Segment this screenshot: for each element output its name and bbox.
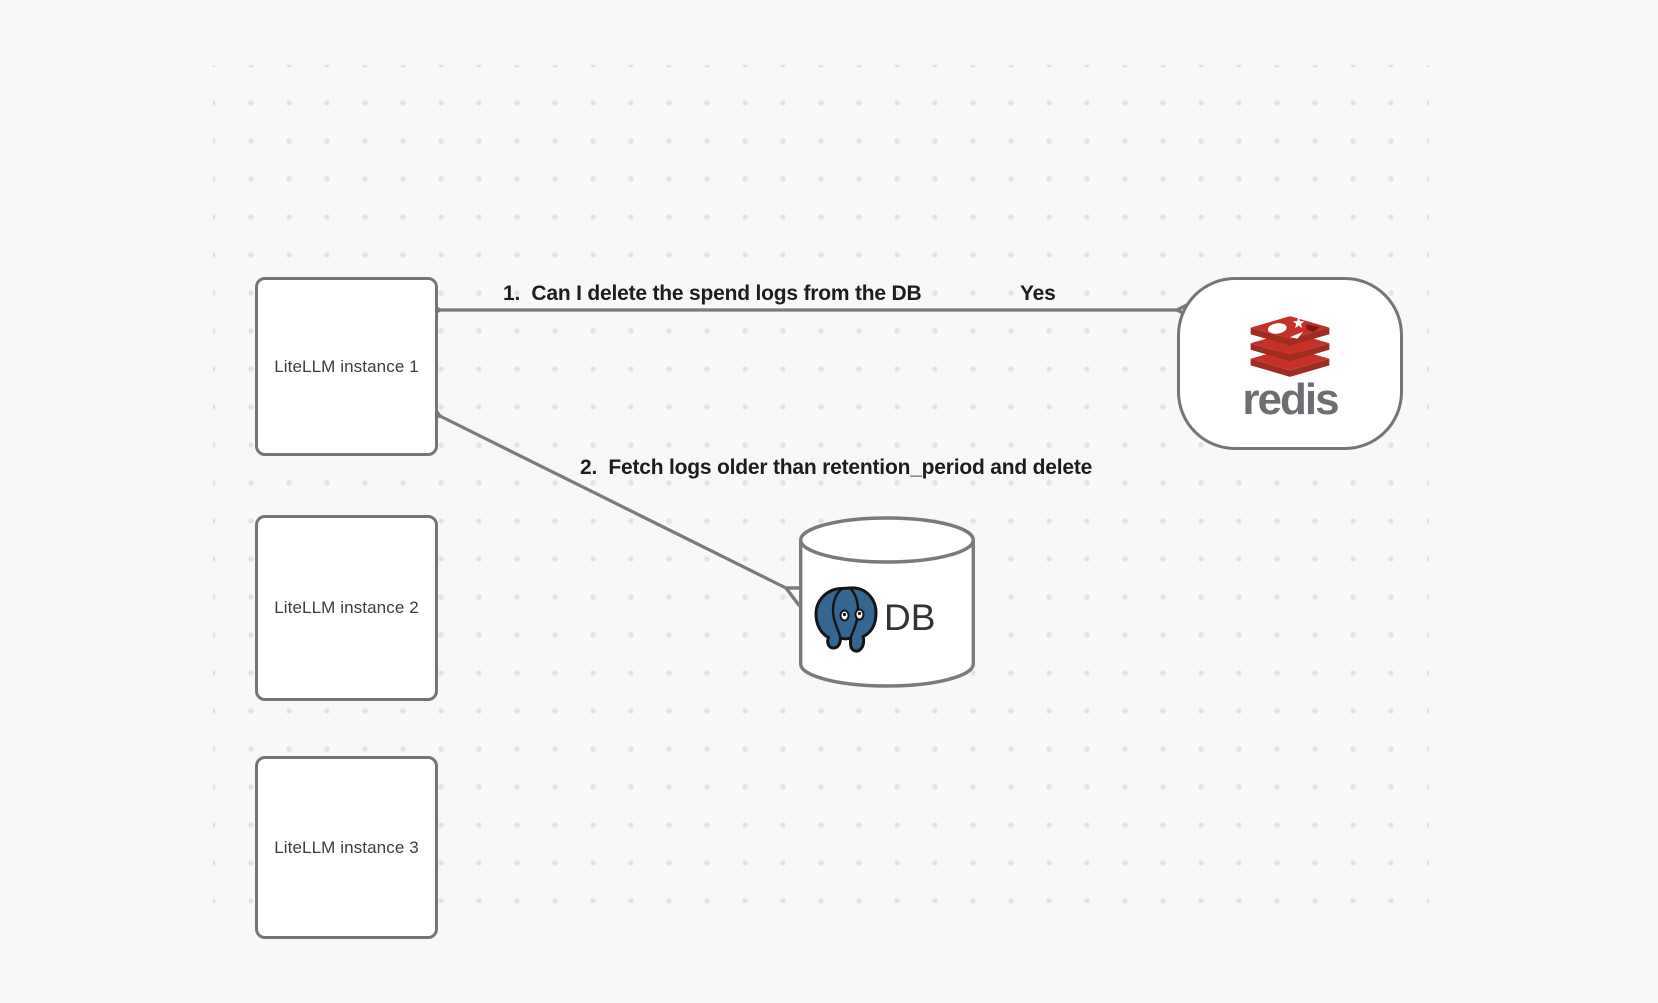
edge1-label: 1. Can I delete the spend logs from the …: [503, 282, 922, 305]
edge2-label: 2. Fetch logs older than retention_perio…: [580, 456, 1093, 479]
db-label: DB: [884, 597, 936, 638]
litellm-instance-2-node: LiteLLM instance 2: [255, 515, 438, 701]
litellm-instance-3-node: LiteLLM instance 3: [255, 756, 438, 939]
litellm-instance-2-label: LiteLLM instance 2: [274, 598, 419, 617]
redis-node: redis: [1177, 277, 1403, 450]
litellm-instance-3-label: LiteLLM instance 3: [274, 837, 419, 857]
litellm-instance-1-label: LiteLLM instance 1: [274, 356, 419, 376]
db-cylinder: [798, 516, 976, 688]
arrow-instance1-db: [417, 397, 809, 607]
redis-wordmark: redis: [1242, 375, 1339, 424]
litellm-instance-1-node: LiteLLM instance 1: [255, 277, 438, 456]
postgresql-elephant-icon: [814, 586, 878, 653]
redis-stacked-boxes-icon: [1250, 316, 1330, 377]
edge1-response-label: Yes: [1020, 282, 1056, 305]
